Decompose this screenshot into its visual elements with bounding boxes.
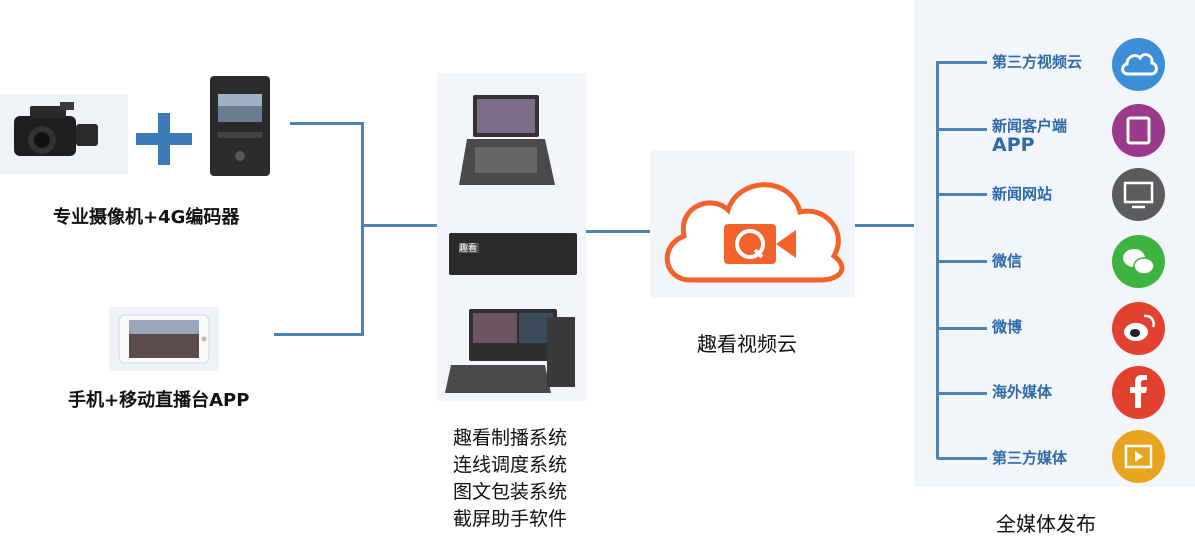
systems-line-1: 趣看制播系统	[452, 427, 567, 449]
connector-cloud-to-publish	[855, 224, 937, 227]
cloud-icon	[1112, 38, 1165, 91]
publish-item-label: 第三方视频云	[992, 53, 1083, 71]
rack-brand-text: 趣看	[459, 244, 478, 254]
publish-item-label: 海外媒体	[992, 383, 1053, 401]
phone-app-label: 手机+移动直播台APP	[68, 390, 250, 411]
publish-item-label: 第三方媒体	[992, 449, 1068, 467]
publish-item-overseas: 海外媒体	[914, 366, 1194, 426]
publish-item-label: 新闻客户端 APP	[992, 117, 1068, 156]
cloud-panel	[650, 150, 855, 298]
publish-item-label-line1: 新闻客户端	[992, 117, 1068, 135]
phone-device-image	[109, 307, 219, 371]
connector-phone-horizontal	[274, 333, 364, 336]
publish-item-weibo: 微博	[914, 300, 1194, 360]
publish-item-label-line2: APP	[992, 134, 1035, 156]
systems-panel: 趣看	[437, 73, 586, 401]
cloud-label: 趣看视频云	[697, 332, 797, 356]
systems-line-2: 连线调度系统	[452, 454, 567, 476]
camera-encoder-label: 专业摄像机+4G编码器	[53, 207, 240, 228]
plus-sign-icon	[136, 113, 192, 165]
weibo-icon	[1112, 302, 1165, 355]
publish-item-news-site: 新闻网站	[914, 168, 1194, 228]
publish-panel: 第三方视频云 新闻客户端 APP 新闻网站 微信 微博	[914, 0, 1195, 487]
connector-to-systems	[361, 224, 437, 227]
camera-device-image	[0, 94, 128, 174]
publish-item-third-party-media: 第三方媒体	[914, 428, 1194, 488]
publish-item-wechat: 微信	[914, 233, 1194, 293]
systems-line-3: 图文包装系统	[452, 481, 567, 503]
monitor-icon	[1112, 168, 1165, 221]
publish-item-video-cloud: 第三方视频云	[914, 34, 1194, 94]
connector-camera-horizontal	[290, 122, 364, 125]
encoder-device-image	[208, 76, 272, 176]
publish-item-news-app: 新闻客户端 APP	[914, 100, 1194, 160]
facebook-icon	[1112, 366, 1165, 419]
systems-label: 趣看制播系统 连线调度系统 图文包装系统 截屏助手软件	[420, 425, 600, 533]
video-icon	[1112, 430, 1165, 483]
publish-item-label: 新闻网站	[992, 185, 1053, 203]
tablet-icon	[1112, 104, 1165, 157]
systems-line-4: 截屏助手软件	[452, 508, 567, 530]
publish-item-label: 微博	[992, 318, 1023, 336]
publish-title: 全媒体发布	[996, 512, 1096, 536]
publish-item-label: 微信	[992, 252, 1023, 270]
systems-equipment-image	[445, 95, 577, 393]
connector-systems-to-cloud	[586, 230, 650, 233]
wechat-icon	[1112, 235, 1165, 288]
cloud-logo-icon	[664, 182, 845, 283]
connector-left-vertical	[361, 122, 364, 336]
